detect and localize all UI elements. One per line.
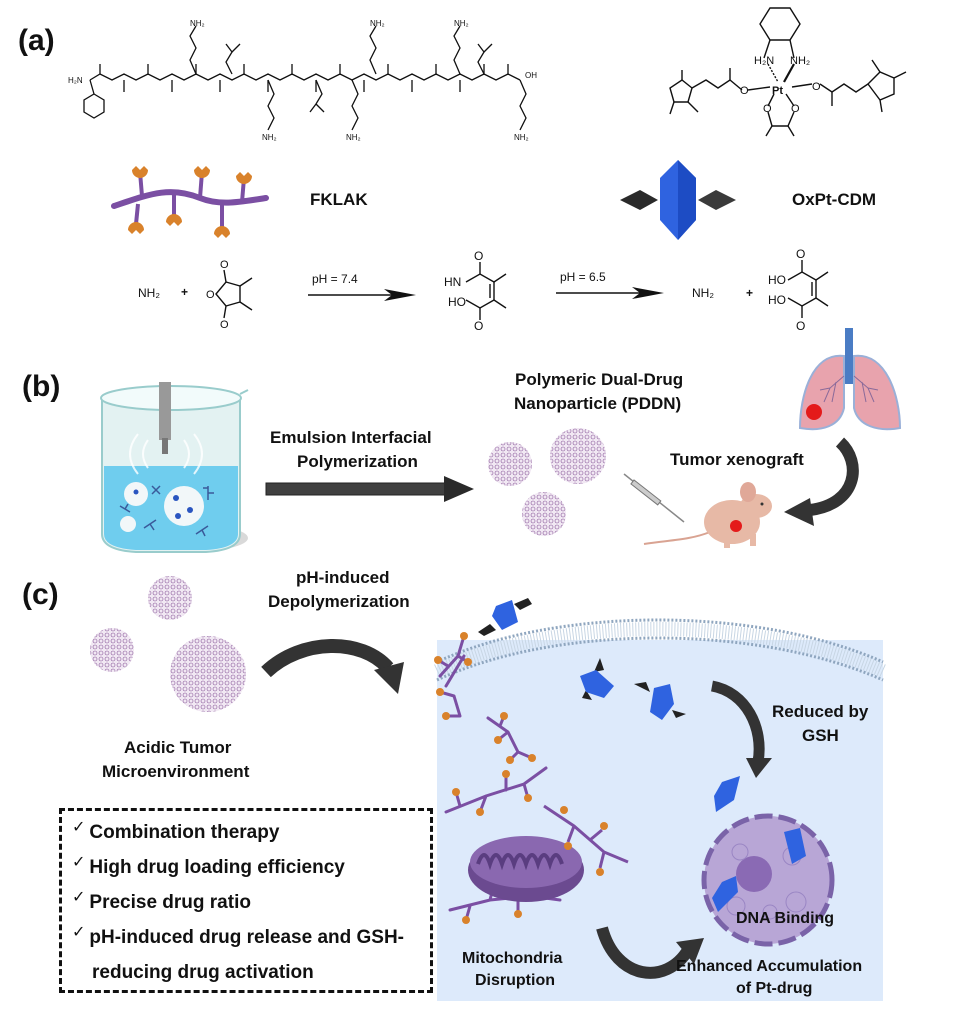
- svg-text:O: O: [812, 81, 821, 93]
- reactant-amine: NH₂: [138, 286, 160, 300]
- svg-text:O: O: [796, 319, 805, 333]
- intermediate-nh: HN: [444, 275, 461, 289]
- mouse-xenograft-icon: [643, 482, 772, 548]
- mito-line2: Disruption: [475, 972, 555, 989]
- svg-text:O: O: [220, 259, 229, 271]
- environment-line1: Acidic Tumor: [124, 738, 232, 757]
- process-arrow: [265, 476, 474, 502]
- drug-crystal-1: [580, 658, 614, 700]
- check-icon: ✓: [72, 819, 86, 836]
- depolymerization-line2: Depolymerization: [268, 592, 410, 611]
- svg-text:O: O: [220, 319, 229, 331]
- product-oh-1: HO: [768, 273, 786, 287]
- svg-text:O: O: [474, 319, 483, 333]
- checklist-item: ✓Combination therapy: [72, 819, 280, 843]
- curved-arrow-depolymerization: [261, 639, 404, 694]
- cdm-anhydride-structure: O O O: [206, 259, 253, 331]
- syringe-icon: [623, 473, 685, 523]
- check-icon: ✓: [72, 889, 86, 906]
- panel-label-b: (b): [22, 370, 61, 403]
- svg-text:NH₂: NH₂: [514, 133, 529, 142]
- product-amine: NH₂: [692, 286, 714, 300]
- svg-text:O: O: [474, 249, 483, 263]
- reduction-line2: GSH: [802, 726, 839, 745]
- drug-crystal-reduced: [714, 776, 740, 812]
- peptide-on-mitochondrion: [543, 804, 629, 876]
- svg-text:O: O: [796, 247, 805, 261]
- mito-line1: Mitochondria: [462, 950, 563, 967]
- drug-crystal-icon: [620, 160, 736, 240]
- cell-membrane: [434, 618, 886, 682]
- svg-text:NH₂: NH₂: [190, 19, 205, 28]
- checklist-item: ✓pH-induced drug release and GSH-: [72, 924, 405, 948]
- drug-amine-right: NH₂: [790, 55, 810, 67]
- drug-crystal-2: [634, 682, 686, 720]
- nanoparticles-group: [488, 428, 606, 536]
- mitochondrion-icon: [468, 836, 584, 902]
- drug-amine-left: H₂N: [754, 55, 774, 67]
- reduction-line1: Reduced by: [772, 702, 869, 721]
- reaction-arrow-2: [556, 287, 664, 299]
- peptide-fragments: [434, 632, 562, 924]
- svg-text:O: O: [740, 85, 749, 97]
- product-acid-structure: O HO HO O: [768, 247, 829, 333]
- drug-name-label: OxPt-CDM: [792, 190, 877, 209]
- oxpt-cdm-structure: H₂N NH₂ Pt O O O O: [669, 7, 907, 137]
- peptide-fklak-icon: [111, 166, 269, 238]
- product-oh-2: HO: [768, 293, 786, 307]
- plus-sign-1: +: [181, 285, 189, 299]
- svg-text:NH₂: NH₂: [346, 133, 361, 142]
- reaction-arrow-1: [308, 289, 416, 301]
- checklist-item: reducing drug activation: [92, 962, 314, 983]
- intermediate-oh: HO: [448, 295, 466, 309]
- accumulation-line1: Enhanced Accumulation: [676, 958, 863, 975]
- lungs-tumor-icon: [798, 328, 902, 431]
- drug-crystal-membrane: [478, 598, 532, 636]
- nanoparticle-label-line2: Nanoparticle (PDDN): [514, 394, 682, 413]
- lung-tumor-dot: [806, 404, 822, 420]
- xenograft-label: Tumor xenograft: [670, 450, 804, 469]
- plus-sign-2: +: [746, 286, 754, 300]
- mouse-tumor-dot: [730, 520, 742, 532]
- panel-label-a: (a): [18, 24, 55, 57]
- check-icon: ✓: [72, 924, 86, 941]
- svg-text:O: O: [763, 103, 772, 115]
- curved-arrow-xenograft: [784, 437, 859, 526]
- process-label-line1: Emulsion Interfacial: [270, 428, 432, 447]
- nanoparticles-acidic-group: [90, 576, 246, 712]
- process-label-line2: Polymerization: [297, 452, 418, 471]
- beaker-emulsion-icon: [100, 382, 249, 553]
- step1-condition: pH = 7.4: [312, 272, 358, 286]
- nanoparticle-label-line1: Polymeric Dual-Drug: [515, 370, 684, 389]
- depolymerization-line1: pH-induced: [296, 568, 390, 587]
- curved-arrow-accumulation: [596, 926, 704, 979]
- svg-text:NH₂: NH₂: [454, 19, 469, 28]
- nucleus-icon: [701, 813, 835, 947]
- peptide-structure: H₂N OH NH₂ NH₂ NH₂ NH₂ NH₂ NH₂: [68, 19, 537, 142]
- step2-condition: pH = 6.5: [560, 270, 606, 284]
- advantages-box: [59, 808, 433, 993]
- svg-text:NH₂: NH₂: [370, 19, 385, 28]
- svg-text:NH₂: NH₂: [262, 133, 277, 142]
- peptide-c-terminus: OH: [525, 71, 537, 80]
- intermediate-structure: O HN HO O: [444, 249, 507, 333]
- peptide-name-label: FKLAK: [310, 190, 368, 209]
- peptide-n-terminus: H₂N: [68, 76, 83, 85]
- svg-text:O: O: [791, 103, 800, 115]
- check-icon: ✓: [72, 854, 86, 871]
- panel-label-c: (c): [22, 578, 59, 611]
- checklist-item: ✓Precise drug ratio: [72, 889, 251, 913]
- environment-line2: Microenvironment: [102, 762, 250, 781]
- svg-text:O: O: [206, 289, 215, 301]
- drug-metal-center: Pt: [772, 85, 783, 97]
- checklist-item: ✓High drug loading efficiency: [72, 854, 345, 878]
- dna-binding-label: DNA Binding: [736, 910, 835, 927]
- curved-arrow-gsh: [710, 680, 772, 778]
- accumulation-line2: of Pt-drug: [736, 980, 813, 997]
